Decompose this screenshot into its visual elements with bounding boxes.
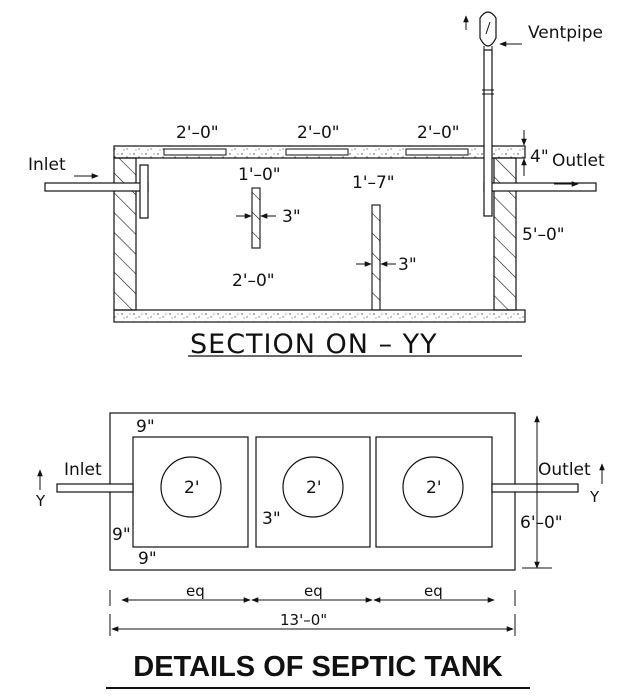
section-outlet-label: Outlet: [552, 151, 605, 171]
tank-length-dim: 13'–0": [280, 611, 327, 629]
eq-dim-1: eq: [186, 582, 205, 600]
slab-opening-1-dim: 2'–0": [176, 123, 219, 143]
manhole-1: [160, 456, 222, 518]
top-slab: [113, 145, 526, 159]
outlet-pipe: [483, 49, 597, 217]
baffle-wall-2: [371, 204, 381, 311]
baffle-1-thickness-dim: 3": [282, 207, 301, 227]
slab-opening-3-dim: 2'–0": [417, 123, 460, 143]
plan-outlet-pipe: [491, 483, 579, 493]
baffle-2-thickness-dim: 3": [398, 255, 417, 275]
manhole-1-dim: 2': [184, 478, 200, 498]
chamber-2: [255, 436, 371, 548]
manhole-2: [282, 456, 344, 518]
plan-outlet-label: Outlet: [538, 460, 591, 480]
wall-bottom-dim: 9": [138, 549, 157, 569]
eq-dim-3: eq: [424, 582, 443, 600]
inlet-pipe: [44, 164, 149, 219]
ventpipe-label: Ventpipe: [528, 23, 603, 43]
plan-inlet-label: Inlet: [64, 460, 102, 480]
tank-depth-dim: 5'–0": [522, 225, 565, 245]
slab-thickness-dim: 4": [530, 147, 549, 167]
baffle-2-top-dim: 1'–7": [352, 173, 395, 193]
partition-dim: 3": [262, 509, 281, 529]
right-wall: [493, 157, 517, 311]
bottom-slab: [113, 309, 526, 323]
baffle-1-top-dim: 1'–0": [238, 165, 281, 185]
plan-inlet-pipe: [56, 483, 134, 493]
slab-opening-2-dim: 2'–0": [297, 123, 340, 143]
plan-view: 9" 9" 9" Inlet Outlet Y Y 2' 2' 2' 3" 6'…: [35, 412, 605, 636]
drawing-title: DETAILS OF SEPTIC TANK: [133, 651, 503, 683]
manhole-2-dim: 2': [306, 478, 322, 498]
eq-dim-2: eq: [304, 582, 323, 600]
section-caption: SECTION ON – YY: [190, 329, 438, 360]
section-inlet-label: Inlet: [28, 155, 66, 175]
section-mark-y-right: Y: [589, 488, 600, 506]
tank-width-dim: 6'–0": [520, 513, 563, 533]
manhole-3: [402, 456, 464, 518]
left-wall: [113, 157, 137, 311]
wall-left-dim: 9": [112, 525, 131, 545]
section-view: Ventpipe Inlet Outlet 2'–0" 2'–0" 2'–0" …: [28, 11, 605, 360]
ventpipe-cowl: [463, 11, 522, 95]
baffle-1-bottom-dim: 2'–0": [232, 271, 275, 291]
wall-top-dim: 9": [136, 417, 155, 437]
manhole-3-dim: 2': [426, 478, 442, 498]
section-mark-y-left: Y: [35, 492, 46, 510]
baffle-wall-1: [251, 187, 261, 249]
